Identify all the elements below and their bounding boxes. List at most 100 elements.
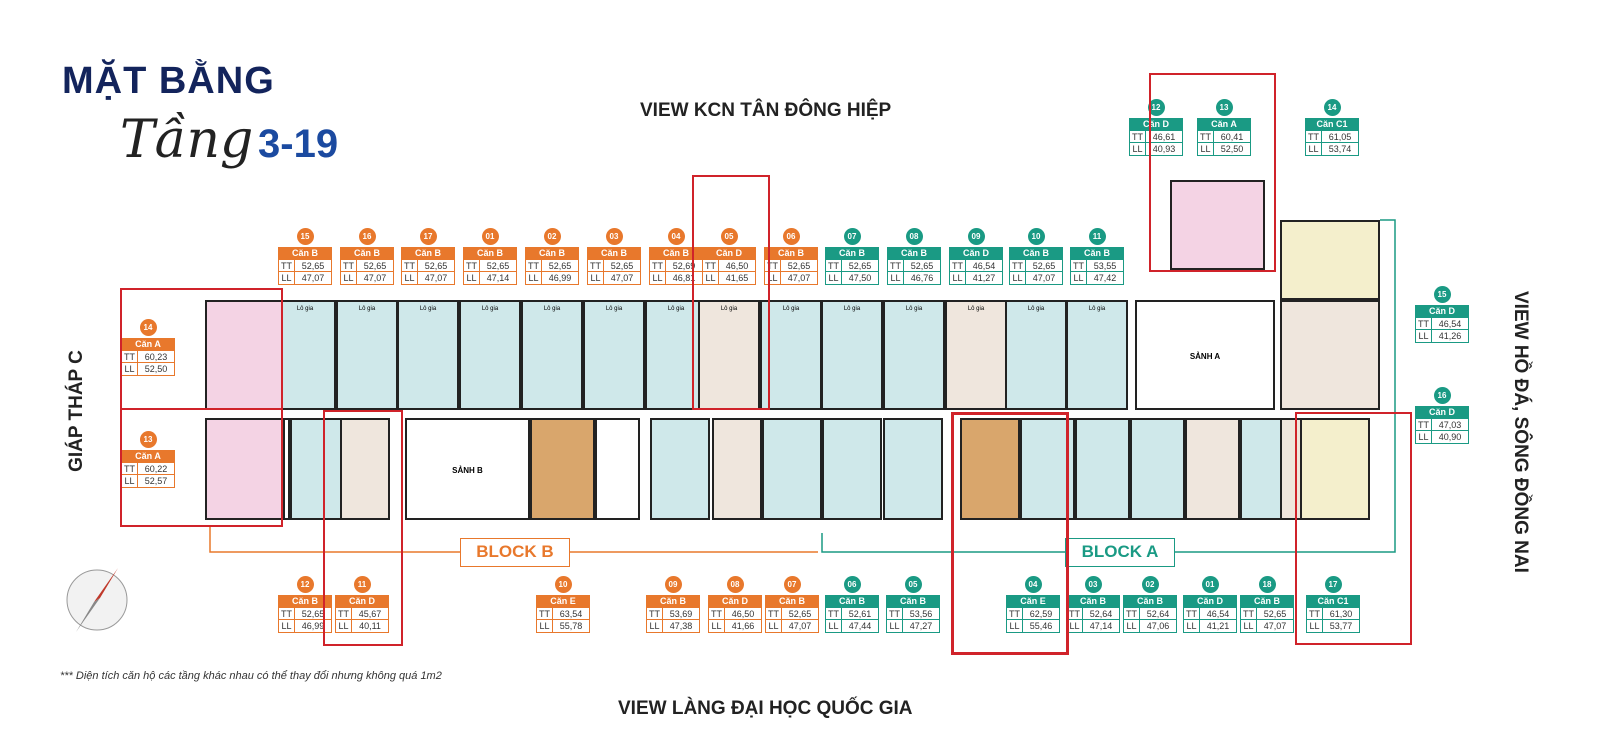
ll-label: LL	[1130, 143, 1146, 155]
floor-unit	[1130, 418, 1185, 520]
ll-area: 52,50	[1220, 144, 1244, 154]
tt-label: TT	[1307, 608, 1323, 619]
tt-area: 46,54	[1438, 319, 1462, 329]
ll-area: 47,38	[669, 621, 693, 631]
ll-area: 41,26	[1438, 331, 1462, 341]
unit-type: Căn B	[525, 247, 579, 259]
floor-unit	[340, 418, 390, 520]
ll-area: 47,07	[301, 273, 325, 283]
floor-unit	[883, 300, 945, 410]
tt-label: TT	[1416, 318, 1432, 329]
unit-number: 08	[905, 228, 923, 245]
ll-label: LL	[526, 272, 542, 284]
ll-label: LL	[1198, 143, 1214, 155]
floor-unit	[1280, 300, 1380, 410]
tt-label: TT	[1306, 131, 1322, 142]
unit-type: Căn B	[1009, 247, 1063, 259]
ll-area: 40,93	[1152, 144, 1176, 154]
unit-number: 08	[726, 576, 744, 593]
ll-label: LL	[1010, 272, 1026, 284]
tt-area: 52,64	[1089, 609, 1113, 619]
lobby-b: SẢNH B	[405, 418, 530, 520]
unit-type: Căn B	[764, 247, 818, 259]
ll-area: 47,42	[1093, 273, 1117, 283]
tt-area: 52,65	[787, 261, 811, 271]
tt-label: TT	[279, 608, 295, 619]
unit-type: Căn B	[646, 595, 700, 607]
tt-label: TT	[1007, 608, 1023, 619]
tt-label: TT	[766, 608, 782, 619]
floor-unit	[883, 418, 943, 520]
unit-number: 04	[1024, 576, 1042, 593]
ll-area: 47,07	[787, 273, 811, 283]
lobby-a: SẢNH A	[1135, 300, 1275, 410]
unit-type: Căn C1	[1306, 595, 1360, 607]
tt-area: 52,65	[548, 261, 572, 271]
tt-label: TT	[887, 608, 903, 619]
ll-label: LL	[122, 363, 138, 375]
unit-type: Căn B	[825, 247, 879, 259]
unit-type: Căn D	[335, 595, 389, 607]
unit-number: 06	[782, 228, 800, 245]
unit-number: 17	[1324, 576, 1342, 593]
unit-number: 13	[139, 431, 157, 448]
ll-area: 55,78	[559, 621, 583, 631]
tt-area: 60,41	[1220, 132, 1244, 142]
tt-area: 61,30	[1329, 609, 1353, 619]
ll-area: 53,74	[1328, 144, 1352, 154]
tt-label: TT	[1184, 608, 1200, 619]
unit-number: 05	[720, 228, 738, 245]
highlight-box	[1295, 412, 1412, 645]
ll-label: LL	[588, 272, 604, 284]
tt-label: TT	[826, 260, 842, 271]
unit-type: Căn B	[1240, 595, 1294, 607]
tt-area: 53,69	[669, 609, 693, 619]
unit-type: Căn B	[463, 247, 517, 259]
unit-type: Căn B	[340, 247, 394, 259]
floor-unit	[1300, 418, 1370, 520]
ll-area: 47,07	[1032, 273, 1056, 283]
ll-label: LL	[537, 620, 553, 632]
tt-label: TT	[341, 260, 357, 271]
unit-number: 09	[664, 576, 682, 593]
floor-unit	[712, 418, 762, 520]
tt-label: TT	[336, 608, 352, 619]
ll-label: LL	[1067, 620, 1083, 632]
ll-area: 47,14	[486, 273, 510, 283]
stair-core	[595, 418, 640, 520]
unit-number: 16	[358, 228, 376, 245]
tt-label: TT	[122, 463, 138, 474]
floor-unit	[698, 300, 760, 410]
unit-number: 17	[419, 228, 437, 245]
ll-label: LL	[402, 272, 418, 284]
unit-type: Căn D	[1415, 406, 1469, 418]
tt-area: 52,65	[486, 261, 510, 271]
unit-number: 14	[139, 319, 157, 336]
floor-unit	[530, 418, 595, 520]
ll-area: 40,90	[1438, 432, 1462, 442]
ll-label: LL	[826, 272, 842, 284]
floor-unit	[1075, 418, 1130, 520]
ll-area: 47,06	[1146, 621, 1170, 631]
floor-unit	[1066, 300, 1128, 410]
unit-number: 10	[554, 576, 572, 593]
unit-number: 02	[1141, 576, 1159, 593]
unit-type: Căn D	[708, 595, 762, 607]
view-top-label: VIEW KCN TÂN ĐÔNG HIỆP	[640, 100, 892, 121]
highlight-box	[692, 175, 770, 410]
tt-label: TT	[122, 351, 138, 362]
tt-area: 46,54	[1206, 609, 1230, 619]
tt-area: 47,03	[1438, 420, 1462, 430]
tt-label: TT	[464, 260, 480, 271]
unit-number: 15	[296, 228, 314, 245]
tt-label: TT	[1124, 608, 1140, 619]
unit-type: Căn D	[702, 247, 756, 259]
